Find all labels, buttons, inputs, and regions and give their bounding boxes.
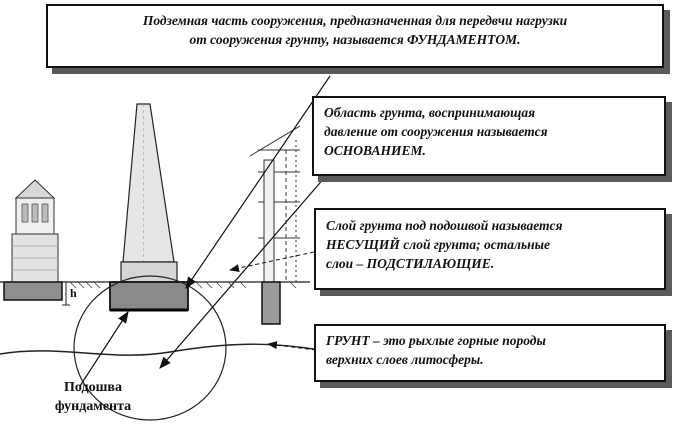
callout-base-line3: ОСНОВАНИЕМ. <box>324 143 426 158</box>
sole-label-line2: фундамента <box>54 399 132 414</box>
depth-dimension <box>62 281 70 306</box>
callout-soil-line2: верхних слоев литосферы. <box>326 352 484 367</box>
callout-base-line1: Область грунта, воспринимающая <box>324 105 536 120</box>
callout-bearing-line1: Слой грунта под подошвой называется <box>326 218 563 233</box>
sole-label: Подошва фундамента <box>28 378 158 416</box>
callout-base: Область грунта, воспринимающая давление … <box>312 96 666 176</box>
arrow-to-foundation <box>185 75 331 289</box>
small-building <box>3 179 63 301</box>
tower <box>109 103 189 312</box>
base-zone-circle <box>73 275 227 421</box>
callout-soil-line1: ГРУНТ – это рыхлые горные породы <box>326 333 546 348</box>
building-foundation <box>261 281 281 325</box>
callout-bearing-line2: НЕСУЩИЙ слой грунта; остальные <box>326 237 550 252</box>
depth-label: h <box>70 286 77 300</box>
callout-soil: ГРУНТ – это рыхлые горные породы верхних… <box>314 324 666 382</box>
arrow-to-soil <box>267 341 317 351</box>
tower-foundation <box>109 281 189 311</box>
callout-foundation: Подземная часть сооружения, предназначен… <box>46 4 664 68</box>
soil-layer-line <box>0 343 321 356</box>
building-frame <box>249 125 301 283</box>
arrow-to-bearing-layer <box>229 251 315 273</box>
arrow-to-base <box>159 161 339 369</box>
arrow-to-sole <box>79 310 129 387</box>
callout-foundation-line2: от сооружения грунту, называется ФУНДАМЕ… <box>189 32 521 47</box>
callout-bearing-line3: слои – ПОДСТИЛАЮЩИЕ. <box>326 256 495 271</box>
callout-base-line2: давление от сооружения называется <box>324 124 548 139</box>
sole-label-line1: Подошва <box>64 380 122 395</box>
callout-bearing-layer: Слой грунта под подошвой называется НЕСУ… <box>314 208 666 290</box>
small-foundation <box>3 281 63 301</box>
callout-foundation-line1: Подземная часть сооружения, предназначен… <box>142 13 568 28</box>
